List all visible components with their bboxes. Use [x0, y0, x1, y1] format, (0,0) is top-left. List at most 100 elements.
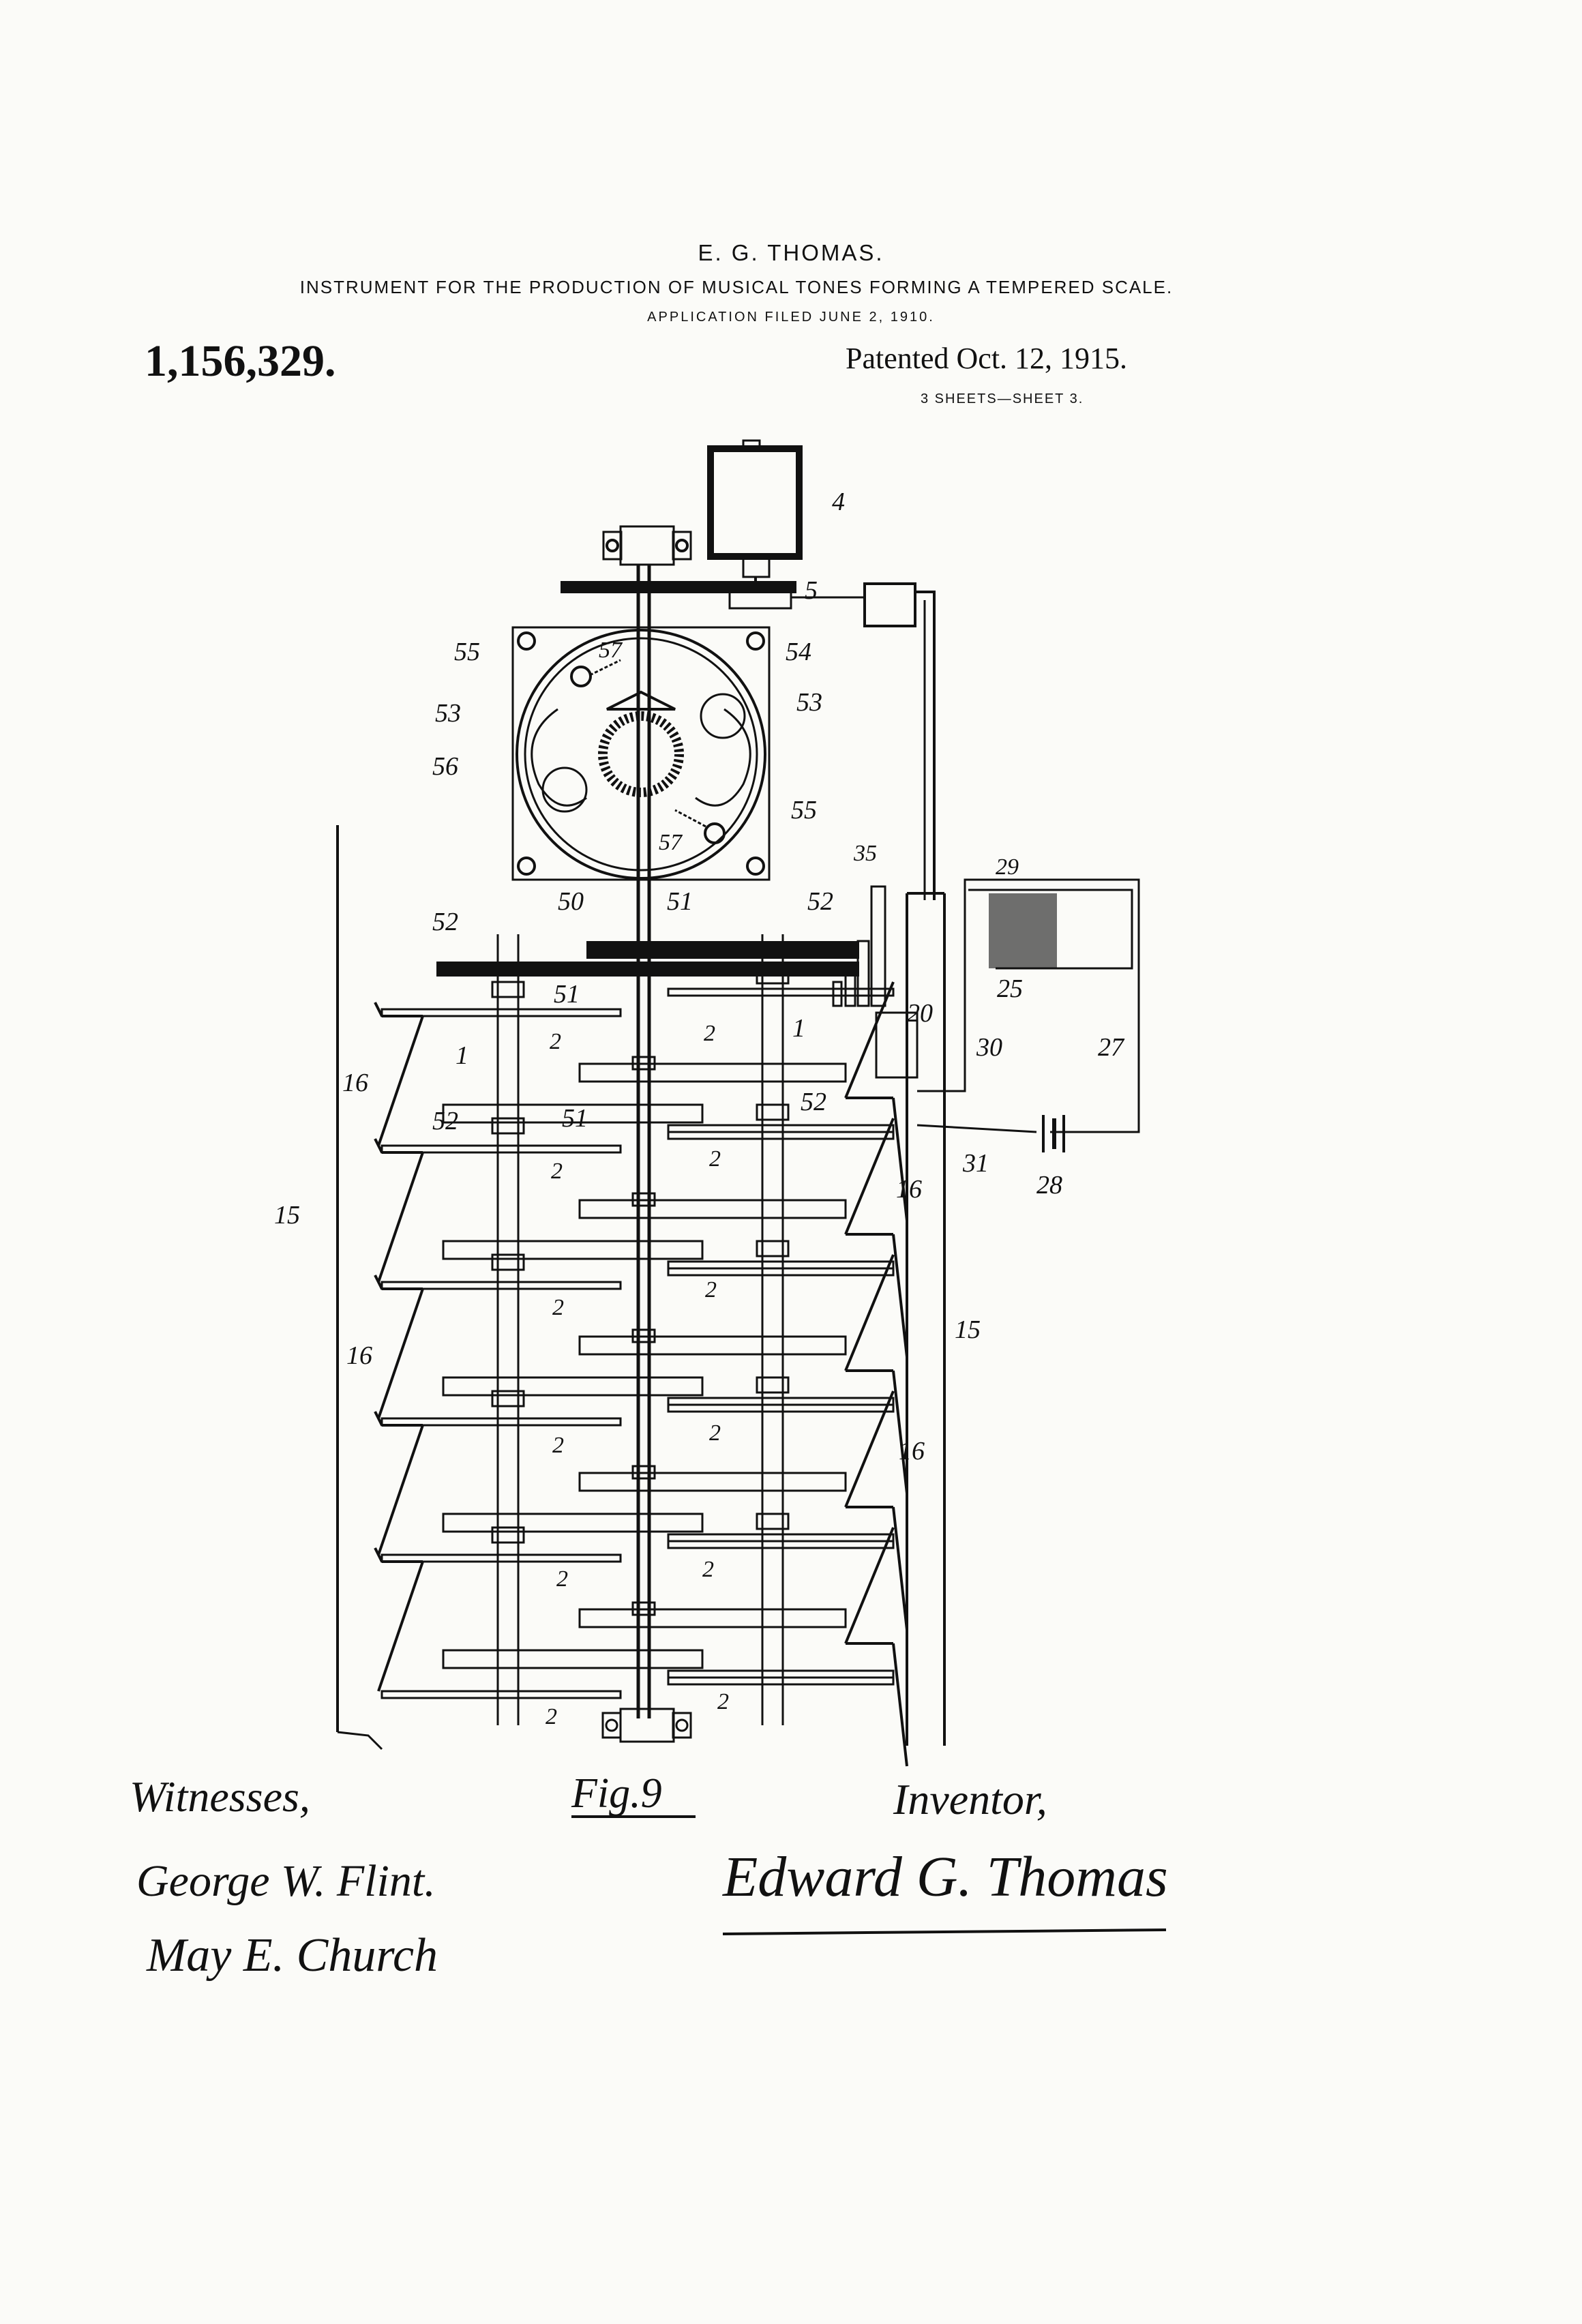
collar-right [756, 1103, 790, 1121]
label-52-right: 52 [807, 887, 833, 916]
disc-2-left [380, 1144, 622, 1154]
label-1-right: 1 [792, 1014, 805, 1043]
label-57-bottom: 57 [659, 830, 683, 855]
baffle-16-right [844, 1254, 908, 1494]
label-5: 5 [805, 576, 818, 605]
spring-57-top [589, 659, 621, 676]
gear-52-left [436, 962, 702, 977]
label-51-top: 51 [667, 887, 693, 916]
disc-center-lower [442, 1103, 704, 1124]
label-54: 54 [786, 638, 811, 666]
label-51-mid: 51 [554, 980, 580, 1009]
gear-51 [586, 941, 859, 959]
collar-right [756, 967, 790, 985]
bevel-gear [598, 711, 684, 797]
witness-signature-1: George W. Flint. [136, 1856, 436, 1906]
label-53-right: 53 [796, 688, 822, 717]
wire-30 [917, 878, 1140, 1133]
witnesses-label: Witnesses, [130, 1772, 310, 1821]
disc-2-bottom-left [380, 1690, 622, 1699]
collar-center [631, 1192, 656, 1207]
inventor-name: E. G. THOMAS. [698, 240, 884, 265]
collar-right [756, 1513, 790, 1530]
disc-2-right [667, 1533, 895, 1543]
collar-center [631, 1056, 656, 1071]
label-2-f: 2 [705, 1277, 717, 1302]
label-2-i: 2 [556, 1566, 568, 1592]
label-2-h: 2 [709, 1420, 721, 1446]
patent-number: 1,156,329. [145, 336, 336, 386]
patent-title: INSTRUMENT FOR THE PRODUCTION OF MUSICAL… [299, 277, 1174, 297]
baffle-16-left [374, 1002, 424, 1146]
switch-box [863, 582, 916, 627]
disc-center-upper [578, 1062, 847, 1083]
disc-2-left [380, 1553, 622, 1563]
label-2-k: 2 [546, 1704, 557, 1729]
sheet-info: 3 SHEETS—SHEET 3. [921, 391, 1084, 406]
disc-center-lower [442, 1240, 704, 1260]
pipe-35 [870, 885, 886, 1007]
baffle-16-left [374, 1275, 424, 1419]
arm-53-left [531, 708, 587, 807]
witness-signature-2: May E. Church [146, 1929, 438, 1982]
label-52-right-mid: 52 [801, 1088, 826, 1116]
label-2-b: 2 [704, 1021, 715, 1046]
collar-left [491, 1253, 525, 1271]
label-52-mid: 52 [432, 1107, 458, 1135]
label-1-left: 1 [456, 1041, 468, 1070]
label-15-right: 15 [955, 1315, 981, 1344]
label-25: 25 [997, 974, 1023, 1003]
baffle-16-left [374, 1411, 424, 1555]
label-53-left: 53 [435, 699, 461, 728]
label-27: 27 [1098, 1033, 1125, 1062]
label-2-a: 2 [550, 1029, 561, 1054]
gear-5 [561, 581, 796, 593]
label-30: 30 [976, 1033, 1002, 1062]
disc-2-left [380, 1281, 622, 1290]
disc-center-lower [442, 1649, 704, 1669]
inventor-label: Inventor, [893, 1775, 1047, 1823]
label-2-c: 2 [551, 1159, 563, 1184]
label-28: 28 [1036, 1171, 1062, 1200]
label-29: 29 [996, 854, 1019, 880]
label-16-b: 16 [896, 1175, 922, 1204]
disc-center-upper [578, 1608, 847, 1628]
label-16-a: 16 [342, 1069, 368, 1097]
baffle-16-right [844, 1527, 908, 1767]
collar-left [491, 1390, 525, 1407]
baffle-16-left [374, 1547, 424, 1692]
contact-block-20 [875, 1011, 919, 1079]
label-15-left: 15 [274, 1201, 300, 1230]
collar-center [631, 1328, 656, 1343]
disc-2-left [380, 1417, 622, 1427]
label-2-j: 2 [702, 1557, 714, 1582]
label-16-d: 16 [899, 1437, 925, 1465]
collar-right [756, 1240, 790, 1257]
collar-center [631, 1601, 656, 1616]
label-57-top: 57 [599, 638, 623, 663]
collar-left [491, 981, 525, 998]
wire-31 [916, 1124, 1037, 1133]
disc-center-upper [578, 1335, 847, 1356]
disc-2-right [667, 1124, 895, 1133]
collar-center [631, 1465, 656, 1480]
disc-2-bottom-right [667, 1669, 895, 1679]
disc-2-right [667, 1397, 895, 1406]
label-52-left: 52 [432, 908, 458, 936]
disc-center-upper [578, 1199, 847, 1219]
label-2-d: 2 [709, 1146, 721, 1172]
collar-left [491, 1117, 525, 1135]
keyboard-29 [968, 889, 1133, 970]
label-2-g: 2 [552, 1433, 564, 1458]
baffle-16-right [844, 1118, 908, 1358]
disc-54 [516, 629, 766, 880]
top-bearing [619, 525, 675, 566]
application-filed-line: APPLICATION FILED JUNE 2, 1910. [647, 310, 935, 325]
arm-53-right [695, 708, 751, 807]
label-50: 50 [558, 887, 584, 916]
label-55-bottom: 55 [791, 796, 817, 824]
spring-57-bottom [674, 809, 706, 828]
label-55-top: 55 [454, 638, 480, 666]
label-2-e: 2 [552, 1295, 564, 1320]
